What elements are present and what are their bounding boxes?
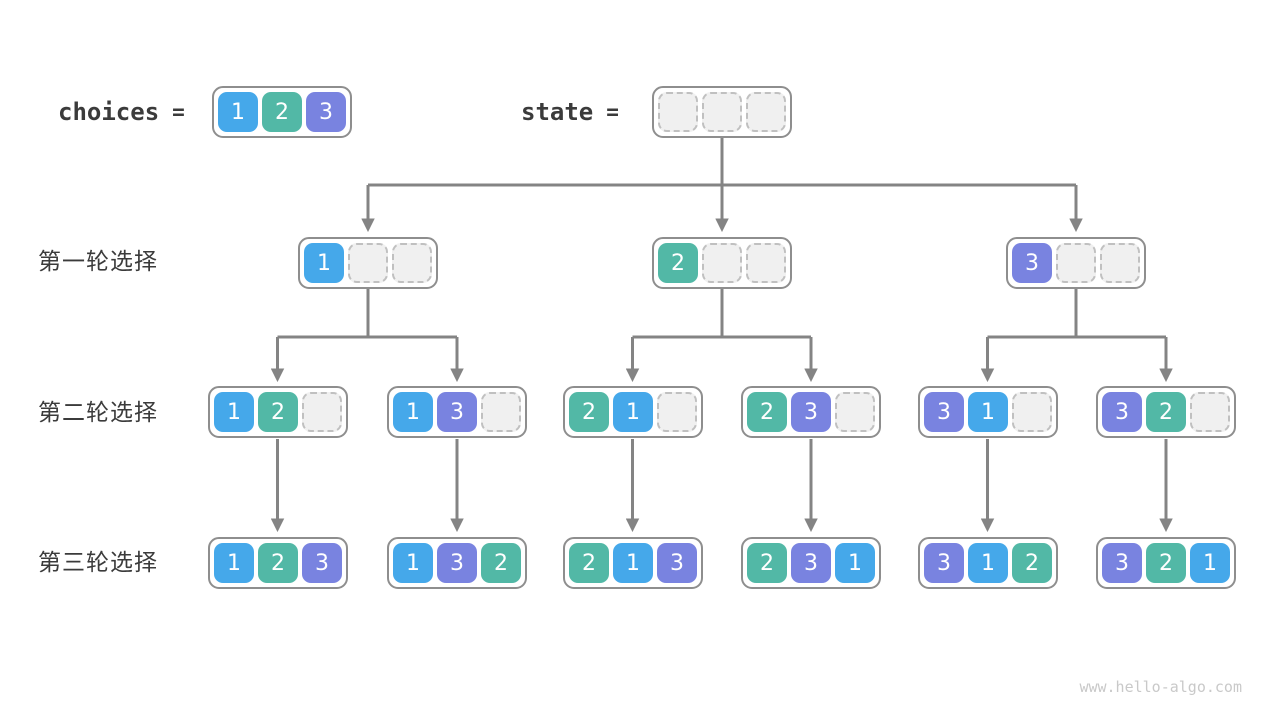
tree-cell: 3 <box>924 543 964 583</box>
tree-node-l3-213: 2 1 3 <box>563 537 703 589</box>
tree-node-l1-3: 3 <box>1006 237 1146 289</box>
choices-label: choices <box>58 98 160 126</box>
choices-cell-3: 3 <box>306 92 346 132</box>
tree-node-l3-321: 3 2 1 <box>1096 537 1236 589</box>
tree-cell: 3 <box>1102 392 1142 432</box>
tree-node-l2-32: 3 2 <box>1096 386 1236 438</box>
state-cell-3 <box>746 92 786 132</box>
tree-cell <box>348 243 388 283</box>
choices-box: 1 2 3 <box>212 86 352 138</box>
state-label: state <box>521 98 594 126</box>
tree-cell: 1 <box>393 543 433 583</box>
tree-cell: 3 <box>924 392 964 432</box>
tree-node-l3-132: 1 3 2 <box>387 537 527 589</box>
tree-cell: 1 <box>214 543 254 583</box>
tree-node-l2-13: 1 3 <box>387 386 527 438</box>
tree-cell: 1 <box>304 243 344 283</box>
tree-cell: 1 <box>393 392 433 432</box>
tree-node-l3-312: 3 1 2 <box>918 537 1058 589</box>
tree-cell: 2 <box>258 543 298 583</box>
tree-cell <box>481 392 521 432</box>
state-header: state = <box>521 86 619 138</box>
tree-cell: 2 <box>1146 392 1186 432</box>
state-cell-2 <box>702 92 742 132</box>
choices-header: choices = <box>58 86 185 138</box>
watermark: www.hello-algo.com <box>1079 678 1242 696</box>
state-cell-1 <box>658 92 698 132</box>
tree-node-l3-123: 1 2 3 <box>208 537 348 589</box>
row-label-round-1: 第一轮选择 <box>38 249 158 275</box>
tree-node-l2-31: 3 1 <box>918 386 1058 438</box>
tree-cell: 2 <box>481 543 521 583</box>
tree-node-l2-23: 2 3 <box>741 386 881 438</box>
tree-cell: 3 <box>657 543 697 583</box>
tree-cell: 1 <box>968 543 1008 583</box>
tree-cell: 2 <box>747 392 787 432</box>
tree-cell: 3 <box>437 543 477 583</box>
tree-cell <box>835 392 875 432</box>
choices-cell-2: 2 <box>262 92 302 132</box>
tree-cell: 2 <box>1012 543 1052 583</box>
tree-cell: 2 <box>1146 543 1186 583</box>
tree-cell: 2 <box>569 543 609 583</box>
tree-node-l1-1: 1 <box>298 237 438 289</box>
tree-cell: 3 <box>1012 243 1052 283</box>
tree-cell: 3 <box>437 392 477 432</box>
tree-cell: 2 <box>658 243 698 283</box>
tree-node-l2-12: 1 2 <box>208 386 348 438</box>
tree-cell: 1 <box>968 392 1008 432</box>
tree-cell: 2 <box>258 392 298 432</box>
tree-cell <box>1100 243 1140 283</box>
tree-cell: 1 <box>613 392 653 432</box>
tree-cell <box>392 243 432 283</box>
row-label-round-2: 第二轮选择 <box>38 400 158 426</box>
tree-node-l3-231: 2 3 1 <box>741 537 881 589</box>
tree-cell: 2 <box>569 392 609 432</box>
tree-cell: 3 <box>791 543 831 583</box>
tree-cell <box>657 392 697 432</box>
tree-node-l1-2: 2 <box>652 237 792 289</box>
state-box <box>652 86 792 138</box>
choices-cell-1: 1 <box>218 92 258 132</box>
tree-cell <box>1190 392 1230 432</box>
tree-cell: 3 <box>302 543 342 583</box>
tree-cell: 1 <box>1190 543 1230 583</box>
tree-cell <box>1012 392 1052 432</box>
tree-cell <box>746 243 786 283</box>
tree-cell <box>302 392 342 432</box>
tree-cell: 1 <box>214 392 254 432</box>
tree-cell: 2 <box>747 543 787 583</box>
tree-cell: 3 <box>1102 543 1142 583</box>
state-equals: = <box>606 100 619 124</box>
choices-equals: = <box>172 100 185 124</box>
tree-cell <box>1056 243 1096 283</box>
row-label-round-3: 第三轮选择 <box>38 550 158 576</box>
tree-cell <box>702 243 742 283</box>
tree-cell: 3 <box>791 392 831 432</box>
tree-cell: 1 <box>613 543 653 583</box>
tree-node-l2-21: 2 1 <box>563 386 703 438</box>
tree-cell: 1 <box>835 543 875 583</box>
